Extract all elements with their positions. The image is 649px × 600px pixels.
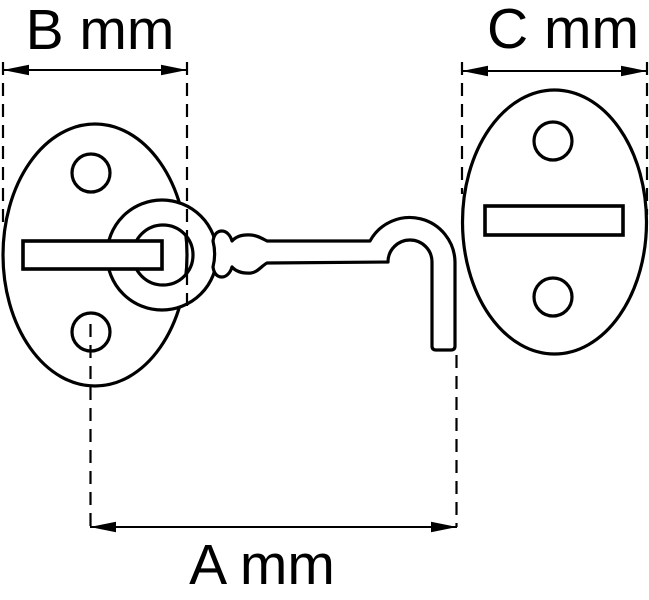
dimension-b-label: B mm xyxy=(26,0,175,62)
right-plate-screw-hole-top xyxy=(532,120,574,162)
dimension-c-arrowhead-right xyxy=(621,65,647,77)
dimension-a-label: A mm xyxy=(189,533,335,597)
hook-arm xyxy=(211,215,457,352)
dimension-a: A mm xyxy=(89,324,458,597)
dimension-a-arrowhead-right xyxy=(431,521,457,533)
dimension-c-arrowhead-left xyxy=(462,65,488,77)
dimension-b-arrowhead-left xyxy=(3,64,29,76)
left-plate-staple-bar xyxy=(21,239,164,271)
right-mounting-plate xyxy=(460,88,649,356)
dimension-c: C mm xyxy=(460,0,649,215)
dimension-c-label: C mm xyxy=(487,0,639,61)
right-plate-staple-slot xyxy=(483,204,625,237)
dimension-a-arrowhead-left xyxy=(90,521,116,533)
left-plate-screw-hole-top xyxy=(70,152,112,194)
dimension-b-arrowhead-right xyxy=(161,64,187,76)
dimension-b: B mm xyxy=(1,0,189,310)
right-plate-screw-hole-bottom xyxy=(532,276,574,318)
